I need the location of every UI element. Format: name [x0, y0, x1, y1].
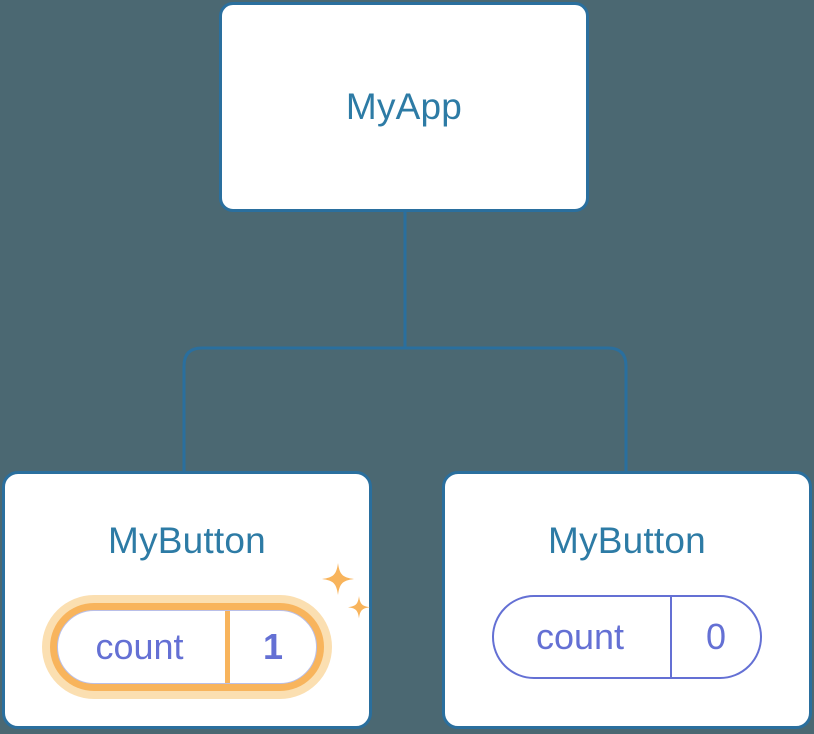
- pill-inner-left: count 1: [57, 610, 317, 684]
- node-myapp-title: MyApp: [345, 86, 463, 127]
- pill-value-label-right: 0: [705, 616, 727, 657]
- state-pill-left-highlighted[interactable]: count 1: [42, 563, 370, 699]
- sparkle-large-icon: [322, 563, 354, 595]
- state-pill-right[interactable]: count 0: [492, 595, 762, 679]
- pill-value-label-left: 1: [262, 626, 284, 667]
- node-myapp[interactable]: MyApp: [219, 2, 589, 212]
- node-mybutton-right[interactable]: MyButton count 0: [442, 471, 812, 729]
- pill-key-label-left: count: [95, 626, 184, 667]
- sparkle-small-icon: [348, 596, 370, 619]
- pill-value-cell-left: 1: [230, 611, 316, 683]
- pill-divider-right: [670, 597, 672, 677]
- pill-divider-left: [225, 611, 230, 683]
- state-pill-left-wrap: count 1: [5, 563, 370, 699]
- node-mybutton-left[interactable]: MyButton count 1: [2, 471, 372, 729]
- edge-child-bus: [182, 346, 628, 471]
- pill-value-cell-right: 0: [672, 597, 760, 677]
- pill-key-cell-right: count: [494, 597, 670, 677]
- state-pill-right-wrap: count 0: [445, 595, 809, 679]
- node-mybutton-right-title: MyButton: [548, 520, 706, 561]
- pill-key-cell-left: count: [58, 611, 225, 683]
- pill-key-label-right: count: [535, 616, 625, 657]
- node-mybutton-left-title: MyButton: [108, 520, 266, 561]
